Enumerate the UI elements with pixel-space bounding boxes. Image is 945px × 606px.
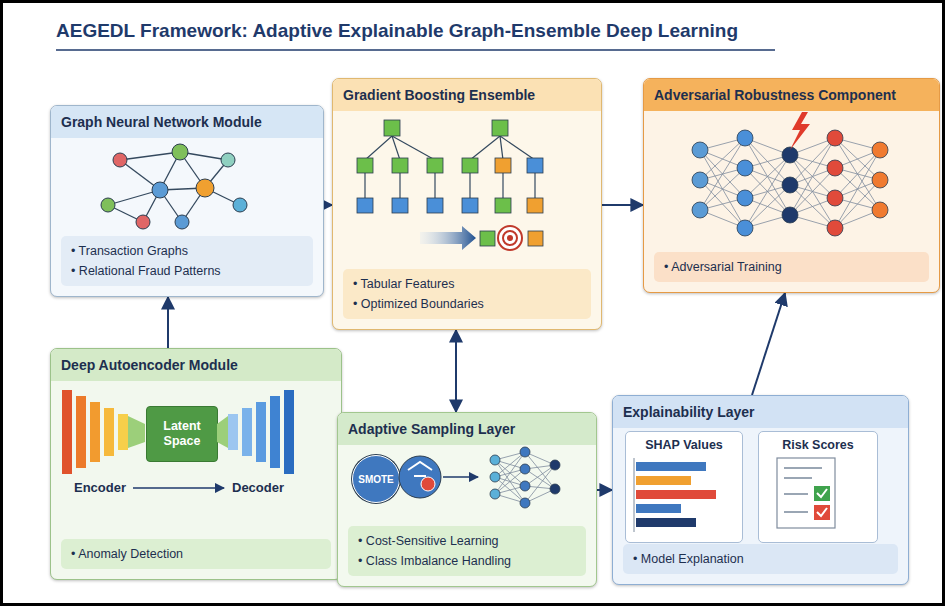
bullet-text: • Tabular Features	[353, 274, 581, 294]
title-underline	[56, 49, 775, 51]
shape-label: Latent Space	[156, 419, 208, 449]
flow-arrow	[597, 489, 612, 491]
panel-heading: SHAP Values	[645, 438, 723, 452]
output-panel: Risk Scores	[758, 431, 878, 543]
module-box: Explainability Layer • Model Explanation S…	[612, 395, 909, 585]
output-panel: SHAP Values	[625, 431, 743, 543]
bullet-text: • Class Imbalance Handling	[358, 551, 576, 571]
bullet-panel: • Tabular Features• Optimized Boundaries	[343, 269, 591, 319]
module-heading: Adaptive Sampling Layer	[338, 413, 596, 445]
module-heading: Explainability Layer	[613, 396, 908, 428]
module-heading: Gradient Boosting Ensemble	[333, 79, 601, 111]
bullet-text: • Adversarial Training	[664, 257, 919, 277]
bullet-panel: • Transaction Graphs• Relational Fraud P…	[61, 236, 313, 286]
bullet-panel: • Anomaly Detection	[61, 539, 331, 569]
diagram-title: AEGEDL Framework: Adaptive Explainable G…	[56, 20, 738, 42]
bullet-text: • Optimized Boundaries	[353, 294, 581, 314]
bullet-text: • Cost-Sensitive Learning	[358, 531, 576, 551]
module-box: Graph Neural Network Module • Transaction…	[50, 105, 324, 297]
part-label: Encoder	[74, 480, 126, 495]
module-heading: Adversarial Robustness Component	[644, 79, 939, 111]
flow-arrow	[167, 297, 169, 348]
bullet-panel: • Model Explanation	[623, 544, 898, 574]
module-box: Gradient Boosting Ensemble • Tabular Feat…	[332, 78, 602, 330]
smote-circle: SMOTE	[352, 455, 400, 503]
module-box: Adaptive Sampling Layer • Cost-Sensitive …	[337, 412, 597, 587]
flow-arrow	[455, 330, 457, 412]
module-box: Adversarial Robustness Component • Advers…	[643, 78, 940, 293]
bullet-panel: • Adversarial Training	[654, 252, 929, 282]
module-heading: Graph Neural Network Module	[51, 106, 323, 138]
bullet-text: • Anomaly Detection	[71, 544, 321, 564]
latent-box: Latent Space	[146, 406, 218, 462]
panel-heading: Risk Scores	[782, 438, 854, 452]
bullet-text: • Relational Fraud Patterns	[71, 261, 303, 281]
part-label: Decoder	[232, 480, 284, 495]
flow-arrow	[602, 204, 643, 206]
shape-label: SMOTE	[358, 474, 394, 485]
flow-arrow	[752, 293, 785, 395]
module-box: Deep Autoencoder Module • Anomaly Detecti…	[50, 348, 342, 580]
bullet-text: • Model Explanation	[633, 549, 888, 569]
module-heading: Deep Autoencoder Module	[51, 349, 341, 381]
bullet-text: • Transaction Graphs	[71, 241, 303, 261]
bullet-panel: • Cost-Sensitive Learning• Class Imbalan…	[348, 526, 586, 576]
flow-arrow	[324, 204, 332, 206]
